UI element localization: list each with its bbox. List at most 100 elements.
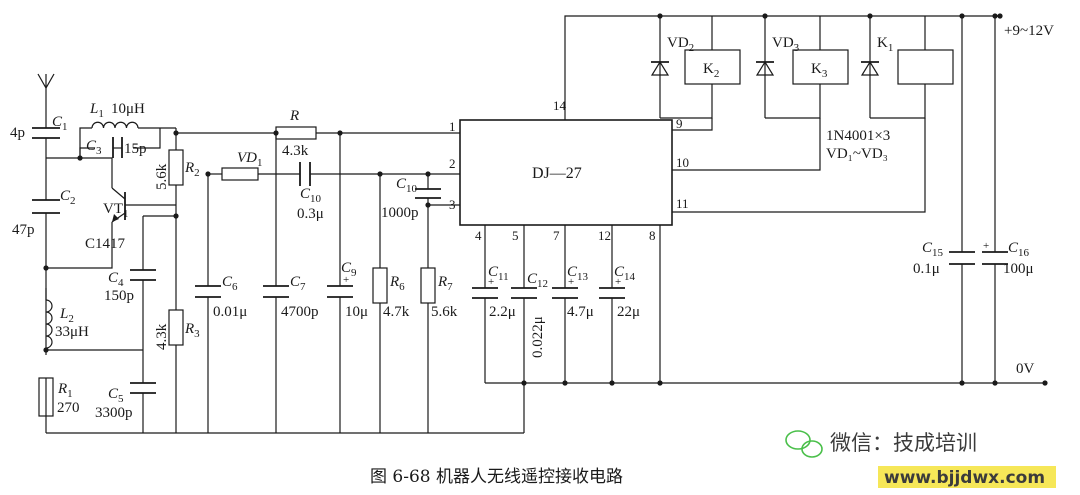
- junction-dot: [609, 380, 615, 386]
- junctions: [43, 13, 1048, 386]
- watermark-url-bg: [878, 466, 1056, 488]
- capacitor-c1: [32, 127, 60, 139]
- resistor-r6: [372, 267, 388, 304]
- junction-dot: [173, 130, 179, 136]
- value-c11: 2.2μ: [489, 304, 516, 320]
- label-r: R: [289, 108, 299, 124]
- diode-vd1: [650, 60, 670, 76]
- label-c13: C13: [567, 264, 589, 283]
- value-c10a: 0.3μ: [297, 206, 324, 222]
- value-c4: 150p: [104, 288, 134, 304]
- component-labels: C1 4p C2 47p C3 15p L1 10μH VT1 C1417 C4…: [10, 101, 1034, 421]
- junction-dot: [337, 130, 343, 136]
- label-c7: C7: [290, 274, 306, 293]
- relay-k1: [684, 49, 741, 85]
- diode-vd2: [755, 60, 775, 76]
- value-r: 4.3k: [282, 143, 309, 159]
- pin-11: 11: [676, 196, 689, 211]
- label-c16: C16: [1008, 240, 1030, 259]
- label-k1: K2: [703, 61, 719, 80]
- label-r2: R2: [184, 160, 200, 179]
- label-vd3: K1: [877, 35, 893, 54]
- transistor-vt1: [111, 187, 126, 223]
- inductor-l2: [45, 299, 53, 349]
- diode-note-part: 1N4001×3: [826, 128, 890, 144]
- junction-dot: [762, 13, 768, 19]
- label-c10b: C10: [396, 176, 418, 195]
- pin-10: 10: [676, 155, 689, 170]
- label-l1: L1: [89, 101, 104, 120]
- resistor-r2: [168, 149, 184, 186]
- capacitor-c2: [32, 199, 60, 214]
- resistor-r3: [168, 309, 184, 346]
- relay-diode-labels: VD2 VD3 K1 K2 K3 1N4001×3 VD₁~VD₃: [667, 35, 893, 162]
- label-r9: VD1: [237, 150, 263, 169]
- capacitor-c3: [112, 137, 123, 158]
- diode-note-range: VD₁~VD₃: [826, 146, 888, 162]
- junction-dot: [425, 202, 431, 208]
- junction-dot: [425, 171, 431, 177]
- relay-k2: [792, 49, 849, 85]
- value-l2: 33μH: [55, 324, 89, 340]
- diode-vd3: [860, 60, 880, 76]
- label-c14: C14: [614, 264, 636, 283]
- value-r1: 270: [57, 400, 80, 416]
- label-r7: R7: [437, 274, 453, 293]
- value-r3: 4.3k: [154, 323, 170, 350]
- resistor-r: [275, 126, 317, 140]
- pin-4: 4: [475, 228, 482, 243]
- wechat-icon: [785, 430, 823, 458]
- capacitor-c11: +: [472, 276, 498, 299]
- value-c3: 15p: [124, 141, 147, 157]
- label-c3: C3: [86, 138, 102, 157]
- value-c12: 0.022μ: [530, 316, 546, 358]
- value-r6: 4.7k: [383, 304, 410, 320]
- pin-12: 12: [598, 228, 611, 243]
- label-l2: L2: [59, 306, 74, 325]
- label-c10a: C10: [300, 186, 322, 205]
- capacitor-c10a: [299, 162, 311, 186]
- inductor-l1: [91, 121, 139, 129]
- figure-caption: 图 6-68 机器人无线遥控接收电路: [370, 467, 623, 487]
- value-c2: 47p: [12, 222, 35, 238]
- junction-dot: [205, 171, 211, 177]
- polarity-plus-icon: +: [568, 276, 574, 288]
- polarity-plus-icon: +: [983, 240, 989, 252]
- label-c9: C9: [341, 260, 357, 279]
- label-c1: C1: [52, 114, 68, 133]
- capacitor-c13: +: [552, 276, 578, 299]
- label-vd1: VD2: [667, 35, 694, 54]
- relay-k3: [897, 49, 954, 85]
- antenna-icon: [37, 73, 55, 90]
- capacitor-c14: +: [599, 276, 625, 299]
- value-c15: 0.1μ: [913, 261, 940, 277]
- label-vd2: VD3: [772, 35, 800, 54]
- watermark: 微信：技成培训 www.bjjdwx.com: [785, 430, 1056, 488]
- label-c6: C6: [222, 274, 238, 293]
- ground-label: 0V: [1016, 361, 1035, 377]
- chip-name: DJ—27: [532, 165, 582, 182]
- junction-dot: [992, 13, 998, 19]
- polarity-plus-icon: +: [488, 276, 494, 288]
- pin-14: 14: [553, 98, 567, 113]
- label-r6: R6: [389, 274, 405, 293]
- capacitor-c6: [195, 285, 221, 298]
- junction-dot: [377, 171, 383, 177]
- value-c5: 3300p: [95, 405, 133, 421]
- chip-dj27: [459, 119, 673, 226]
- value-c13: 4.7μ: [567, 304, 594, 320]
- label-r1: R1: [57, 381, 73, 400]
- polarity-plus-icon: +: [615, 276, 621, 288]
- wiring: [45, 15, 1045, 434]
- pin-3: 3: [449, 197, 456, 212]
- watermark-text: 微信：技成培训: [830, 431, 977, 455]
- label-c4: C4: [108, 270, 124, 289]
- junction-dot: [521, 380, 527, 386]
- resistor-r9: [221, 167, 259, 181]
- label-c11: C11: [488, 264, 509, 283]
- capacitor-c4: [130, 269, 156, 281]
- value-c1: 4p: [10, 125, 25, 141]
- junction-dot: [657, 380, 663, 386]
- label-vt1: VT1: [103, 201, 129, 220]
